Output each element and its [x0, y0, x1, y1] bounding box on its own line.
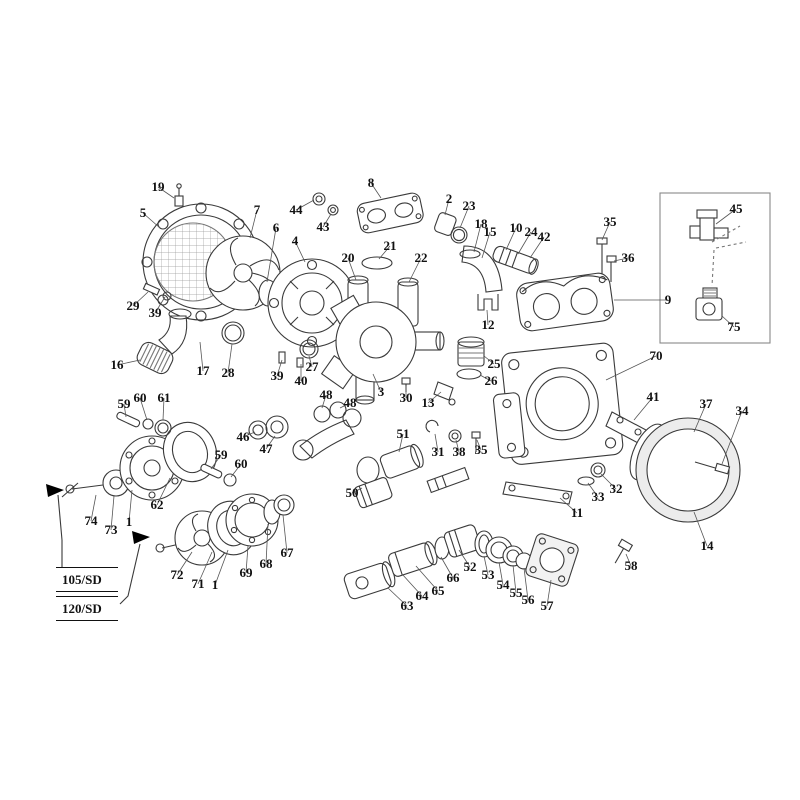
leader-lines: [90, 182, 743, 607]
arrow-icon: [46, 484, 64, 497]
pump-body: [320, 294, 456, 406]
grease-nipple: [174, 183, 184, 207]
model-brackets: [46, 484, 150, 605]
left-fittings: [136, 282, 245, 375]
valve-cover: [516, 237, 617, 332]
manifold: [492, 342, 647, 505]
pump-cover-assembly: [141, 183, 281, 322]
plunger-train: [343, 524, 634, 600]
diaphragm-assembly-left: [61, 411, 218, 501]
inset-box: [659, 192, 771, 344]
model-label-120sd: 120/SD: [56, 596, 118, 621]
bearing-housing: [267, 258, 357, 368]
top-flange: [312, 192, 424, 234]
model-label-text: 120/SD: [62, 601, 102, 616]
diaphragm-assembly-lower: [155, 463, 295, 566]
hose-fittings: [434, 212, 539, 293]
crank-parts: [354, 419, 481, 509]
clamp-and-plug: [456, 294, 499, 380]
model-label-105sd: 105/SD: [56, 567, 118, 592]
connecting-rod: [248, 401, 362, 461]
model-label-text: 105/SD: [62, 572, 102, 587]
arrow-icon: [132, 531, 150, 544]
bell-housing: [629, 417, 741, 523]
